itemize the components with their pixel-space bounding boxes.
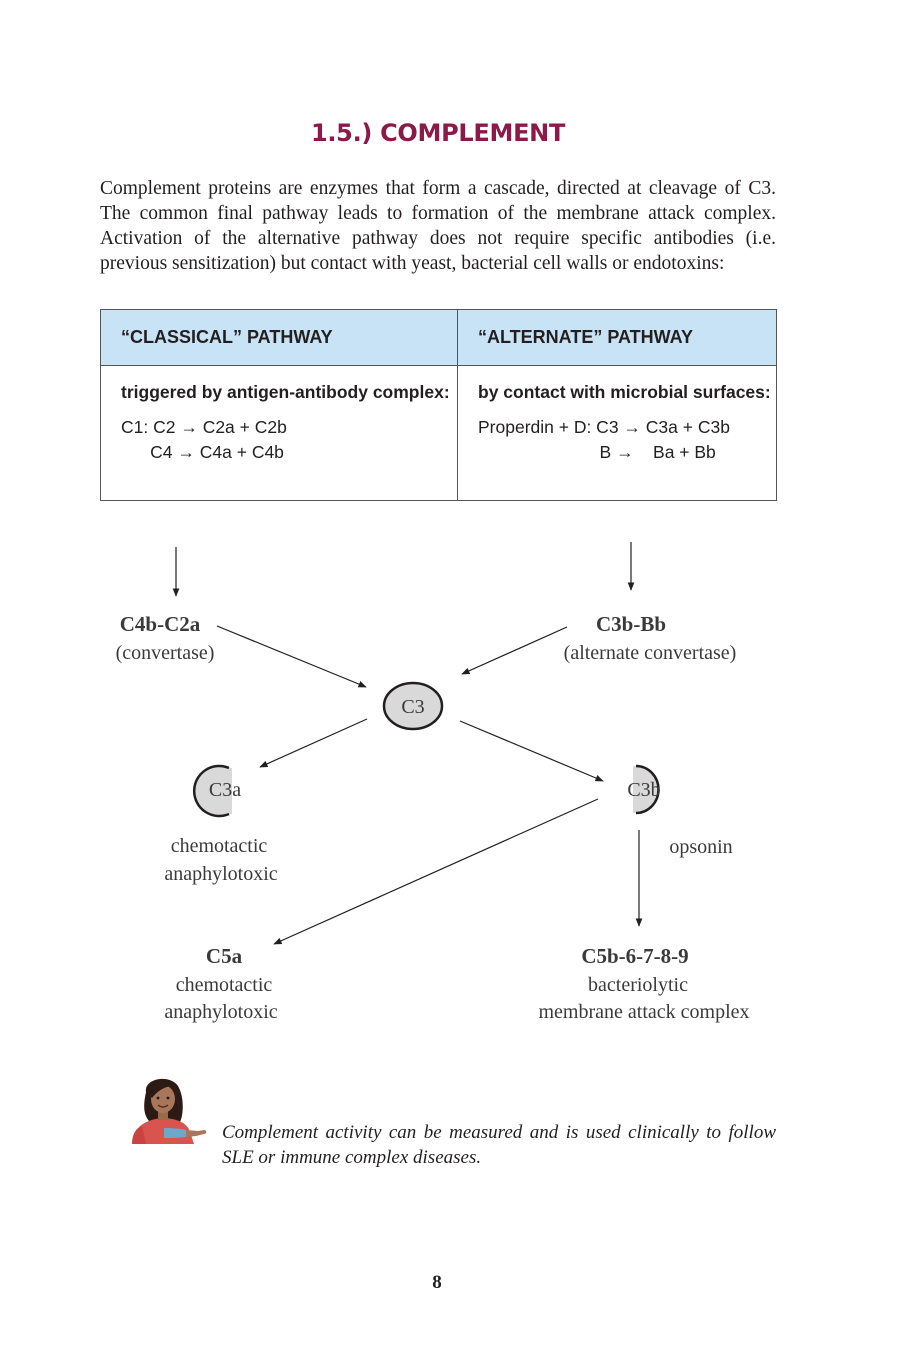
mac-label: C5b-6-7-8-9 <box>581 944 688 968</box>
alternate-cell: by contact with microbial surfaces: Prop… <box>457 365 777 501</box>
c3-label: C3 <box>401 696 424 718</box>
classical-cell: triggered by antigen-antibody complex: C… <box>100 365 458 501</box>
table-row: triggered by antigen-antibody complex: C… <box>100 365 777 501</box>
pathway-table: “CLASSICAL” PATHWAY “ALTERNATE” PATHWAY … <box>100 309 777 501</box>
mac-role-line2: membrane attack complex <box>538 1001 749 1023</box>
c4b-to-c3-arrow <box>216 625 367 688</box>
page-title: 1.5.) COMPLEMENT <box>310 119 566 147</box>
c3bbb-to-c3-arrow <box>461 626 568 675</box>
c3-to-c3a-arrow <box>259 718 368 768</box>
classical-trigger: triggered by antigen-antibody complex: <box>121 382 450 402</box>
clinical-note: Complement activity can be measured and … <box>222 1122 776 1168</box>
c5a-role-line2: anaphylotoxic <box>164 1001 277 1023</box>
c5a-label: C5a <box>206 944 243 968</box>
c3-node <box>382 681 444 731</box>
classical-header: “CLASSICAL” PATHWAY <box>100 309 458 366</box>
pointing-woman-icon <box>132 1078 207 1144</box>
c3a-label: C3a <box>209 779 241 801</box>
c4b-c2a-label: C4b-C2a <box>120 612 201 636</box>
c3-to-c3b-arrow <box>459 720 604 782</box>
alternate-reaction: Properdin + D: C3 → C3a + C3b B → Ba + B… <box>478 417 730 462</box>
c3b-bb-label: C3b-Bb <box>596 612 666 636</box>
intro-paragraph: Complement proteins are enzymes that for… <box>100 178 776 274</box>
c3a-role-line1: chemotactic <box>171 835 268 857</box>
complement-cascade-diagram: C3 C3a C3b C4b-C2a (convertase) C3b-Bb (… <box>116 542 750 1023</box>
table-header-row: “CLASSICAL” PATHWAY “ALTERNATE” PATHWAY <box>100 309 777 366</box>
page-number: 8 <box>432 1272 442 1293</box>
classical-reaction: C1: C2 → C2a + C2b C4 → C4a + C4b <box>121 417 287 462</box>
c3b-role: opsonin <box>669 836 732 858</box>
alternate-trigger: by contact with microbial surfaces: <box>478 382 771 402</box>
c5a-role-line1: chemotactic <box>176 974 273 996</box>
c3b-bb-sub: (alternate convertase) <box>564 642 737 664</box>
mac-role-line1: bacteriolytic <box>588 974 688 996</box>
c4b-c2a-sub: (convertase) <box>116 642 215 664</box>
c3b-node <box>633 766 659 813</box>
alternate-header: “ALTERNATE” PATHWAY <box>457 309 777 366</box>
c3b-label: C3b <box>627 779 660 801</box>
c3a-role-line2: anaphylotoxic <box>164 863 277 885</box>
c3a-node <box>194 766 232 816</box>
c3b-to-c5a-arrow <box>273 798 599 945</box>
